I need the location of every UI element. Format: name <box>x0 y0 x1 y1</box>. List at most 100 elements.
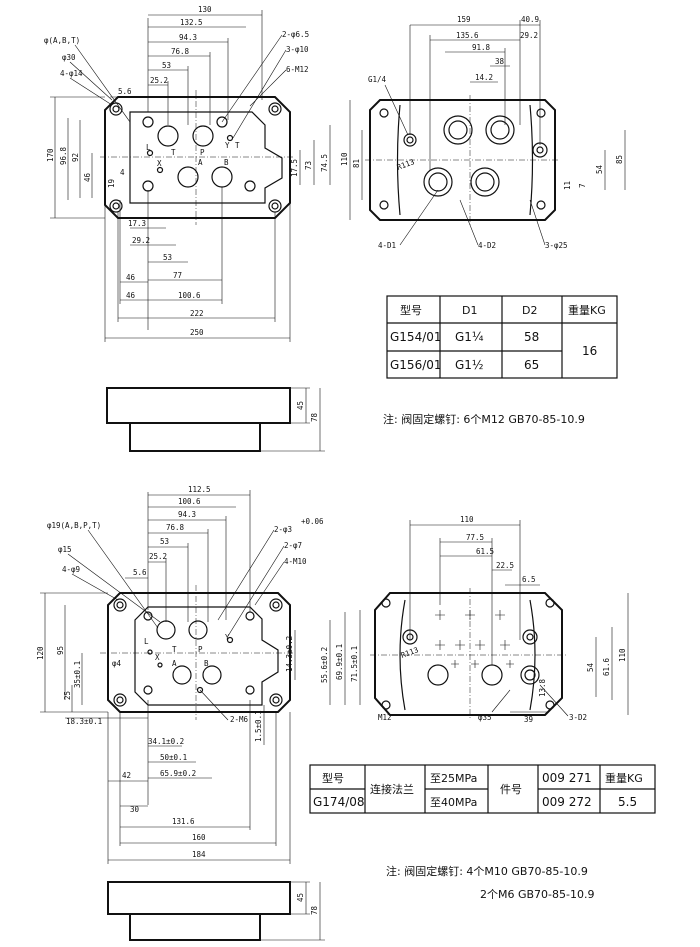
side-port-circles <box>379 108 548 210</box>
top-side-view: 159 40.9 135.6 29.2 91.8 38 14.2 110 81 … <box>340 15 626 250</box>
dim-94-3-b: 94.3 <box>178 510 196 519</box>
table2-model: G174/08 <box>313 795 365 809</box>
table1-row1-d1: G1¼ <box>455 330 484 344</box>
bottom-side-view: 110 77.5 61.5 22.5 6.5 54 61.6 110 13.8 … <box>370 515 629 724</box>
dim-18-3: 18.3±0.1 <box>66 717 102 726</box>
dim-46-b2: 46 <box>126 291 136 300</box>
side-top-dims: 159 40.9 135.6 29.2 91.8 38 14.2 <box>409 15 541 170</box>
bottom-front-left-dims: 120 95 35±0.1 25 18.3±0.1 φ4 <box>36 592 148 726</box>
side-right-dims-2: 54 61.6 110 13.8 <box>538 593 629 715</box>
callout-4-D1: 4-D1 <box>378 241 396 250</box>
right-dimensions: 17.5 73 74.5 <box>290 125 331 185</box>
callout-4-M10: 4-M10 <box>284 557 307 566</box>
dim-30: 30 <box>130 805 140 814</box>
bottom-front-bottom-dims: 34.1±0.2 50±0.1 65.9±0.2 42 30 131.6 160… <box>107 700 291 864</box>
note-2-line2: 2个M6 GB70-85-10.9 <box>480 888 594 901</box>
dim-55-6: 55.6±0.2 <box>320 647 329 683</box>
bottom-front-callouts: φ19(A,B,P,T) φ15 4-φ9 2-φ3 +0.06 2-φ7 4-… <box>47 517 324 724</box>
dim-92: 92 <box>71 153 80 162</box>
callout-4-phi9: 4-φ9 <box>62 565 80 574</box>
dim-54: 54 <box>595 164 604 174</box>
table1-weight: 16 <box>582 344 597 358</box>
dim-14-3: 14.3±0.2 <box>285 636 294 672</box>
table2-part1: 009 271 <box>542 771 592 785</box>
dim-132-5: 132.5 <box>180 18 203 27</box>
dim-29-2-s: 29.2 <box>520 31 538 40</box>
callout-3-phi10: 3-φ10 <box>286 45 309 54</box>
dim-73: 73 <box>304 161 313 170</box>
side-right-dims: 85 54 7 11 <box>563 130 626 190</box>
side-callouts: G1/4 R113 4-D1 4-D2 3-φ25 <box>368 75 568 250</box>
port-label-Y: Y <box>225 141 230 150</box>
dim-40-9: 40.9 <box>521 15 539 24</box>
dim-95: 95 <box>56 646 65 655</box>
dim-5-6: 5.6 <box>118 87 132 96</box>
bottom-front-right-dims: 14.3±0.2 55.6±0.2 69.9±0.1 71.5±0.1 1.5±… <box>254 610 361 745</box>
dim-5-6-b: 5.6 <box>133 568 147 577</box>
dim-96-8: 96.8 <box>59 146 68 165</box>
callout-G1-4: G1/4 <box>368 75 387 84</box>
dim-1-5: 1.5±0.1 <box>254 710 263 742</box>
dim-170: 170 <box>46 148 55 162</box>
callout-2-phi7: 2-φ7 <box>284 541 302 550</box>
top-dimensions: 130 132.5 94.3 76.8 53 25.2 5.6 <box>110 5 263 125</box>
table2-p40: 至40MPa <box>430 796 477 809</box>
port-label-A: A <box>198 158 203 167</box>
callout-2-phi3: 2-φ3 <box>274 525 292 534</box>
note-2-line1: 注: 阀固定螺钉: 4个M10 GB70-85-10.9 <box>386 864 588 878</box>
dim-25-b: 25 <box>63 691 72 700</box>
dim-131-6: 131.6 <box>172 817 195 826</box>
callout-6-M12: 6-M12 <box>286 65 309 74</box>
dim-74-5: 74.5 <box>320 154 329 172</box>
dim-71-5: 71.5±0.1 <box>350 646 359 682</box>
table1-header-d2: D2 <box>522 304 537 317</box>
callout-tol: +0.06 <box>301 517 324 526</box>
dim-54-s: 54 <box>586 662 595 672</box>
callout-2-phi6-5: 2-φ6.5 <box>282 30 309 39</box>
bottom-front-view: L X T P A B Y 112.5 100.6 94.3 76.8 53 2… <box>36 485 361 864</box>
dim-6-5: 6.5 <box>522 575 536 584</box>
svg-text:A: A <box>172 659 177 668</box>
table1-header-d1: D1 <box>462 304 477 317</box>
dim-77: 77 <box>173 271 182 280</box>
dim-11: 11 <box>563 181 572 190</box>
svg-text:B: B <box>204 659 209 668</box>
dim-91-8: 91.8 <box>472 43 491 52</box>
dim-7: 7 <box>578 183 587 188</box>
bottom-dimensions: 17.3 29.2 53 77 46 46 100.6 222 250 <box>104 187 291 342</box>
side-top-dims-2: 110 77.5 61.5 22.5 6.5 <box>409 515 540 665</box>
table1-row1-model: G154/01 <box>390 330 442 344</box>
base-plate-outline-2 <box>107 592 291 713</box>
port-label-B: B <box>224 158 229 167</box>
valve-outline <box>129 111 283 204</box>
svg-text:L: L <box>144 637 149 646</box>
elev1-dim-45: 45 <box>296 401 305 410</box>
port-holes-2 <box>143 611 255 695</box>
dim-38: 38 <box>495 57 505 66</box>
mount-holes <box>109 102 282 213</box>
left-dimensions: 170 96.8 92 46 19 4 <box>46 96 125 219</box>
dim-159: 159 <box>457 15 471 24</box>
dim-65-9: 65.9±0.2 <box>160 769 196 778</box>
table2-header-model: 型号 <box>322 771 344 785</box>
callout-R113: R113 <box>396 157 416 172</box>
side-left-dims: 110 81 <box>340 100 363 220</box>
dim-42: 42 <box>122 771 131 780</box>
svg-text:P: P <box>198 645 203 654</box>
top-elevation-view: 45 78 <box>106 387 325 452</box>
dim-53: 53 <box>162 61 171 70</box>
dim-81: 81 <box>352 159 361 168</box>
callout-phi19: φ19(A,B,P,T) <box>47 521 101 530</box>
top-front-view: L X T P A B Y T 130 132.5 94.3 76.8 53 2… <box>44 5 331 342</box>
dim-135-6: 135.6 <box>456 31 479 40</box>
table2-part-label: 件号 <box>500 783 522 796</box>
dim-110-r: 110 <box>618 648 627 662</box>
valve-outline-2 <box>134 606 279 706</box>
dim-17-3: 17.3 <box>128 219 146 228</box>
bottom-front-top-dims: 112.5 100.6 94.3 76.8 53 25.2 5.6 <box>125 485 251 622</box>
dim-160: 160 <box>192 833 206 842</box>
top-front-callouts: φ(A,B,T) φ30 4-φ14 2-φ6.5 3-φ10 6-M12 <box>44 30 309 139</box>
callout-4-phi14: 4-φ14 <box>60 69 83 78</box>
dim-22-5: 22.5 <box>496 561 514 570</box>
callout-R113-b: R113 <box>400 645 420 660</box>
